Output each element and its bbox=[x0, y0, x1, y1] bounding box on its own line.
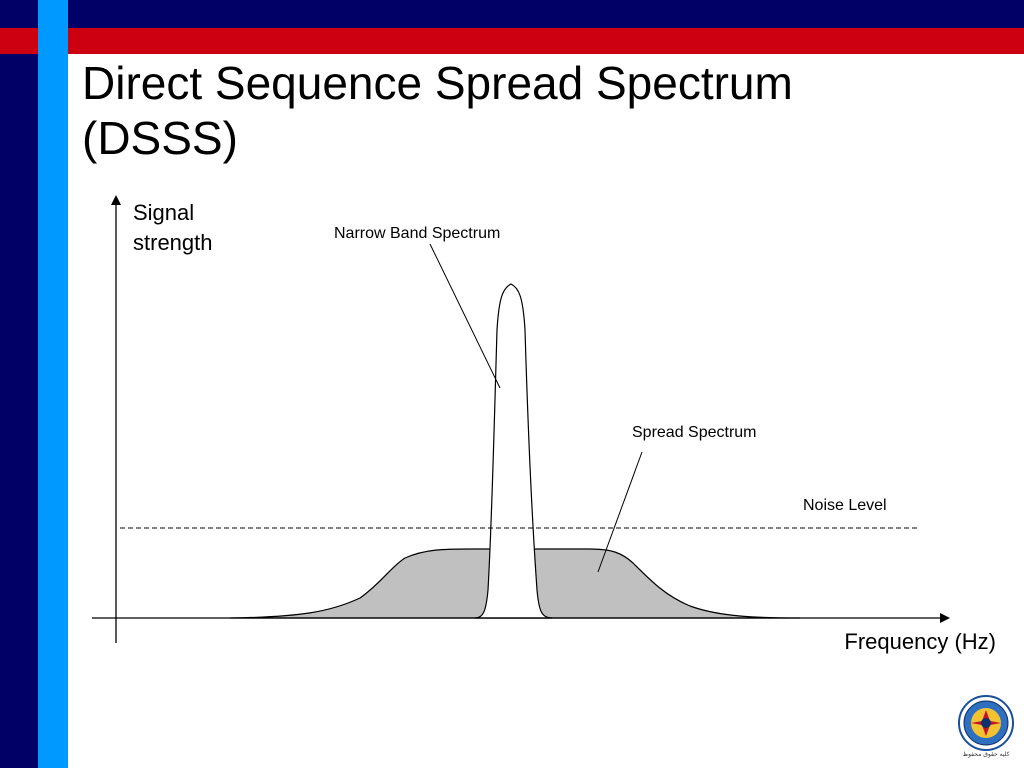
university-seal-icon: كلیه حقوق محفوظ bbox=[958, 695, 1014, 758]
top-navy-band bbox=[68, 0, 1024, 28]
slide-title-line1: Direct Sequence Spread Spectrum bbox=[82, 57, 793, 109]
top-red-band bbox=[0, 28, 1024, 54]
narrow-band-curve bbox=[474, 283, 553, 619]
slide-title-line2: (DSSS) bbox=[82, 112, 238, 164]
noise-level-label: Noise Level bbox=[803, 497, 887, 514]
spread-spectrum-label: Spread Spectrum bbox=[632, 424, 757, 441]
spread-spectrum-callout-line bbox=[597, 451, 643, 573]
y-axis-label-line2: strength bbox=[133, 230, 213, 255]
left-blue-stripe bbox=[38, 0, 68, 768]
x-axis-label: Frequency (Hz) bbox=[844, 629, 996, 654]
narrow-band-callout-line bbox=[429, 243, 501, 389]
seal-caption: كلیه حقوق محفوظ bbox=[963, 751, 1010, 758]
left-navy-stripe bbox=[0, 0, 38, 768]
y-axis-label-line1: Signal bbox=[133, 200, 194, 225]
narrow-band-label: Narrow Band Spectrum bbox=[334, 225, 500, 242]
slide-title: Direct Sequence Spread Spectrum (DSSS) bbox=[82, 56, 793, 166]
